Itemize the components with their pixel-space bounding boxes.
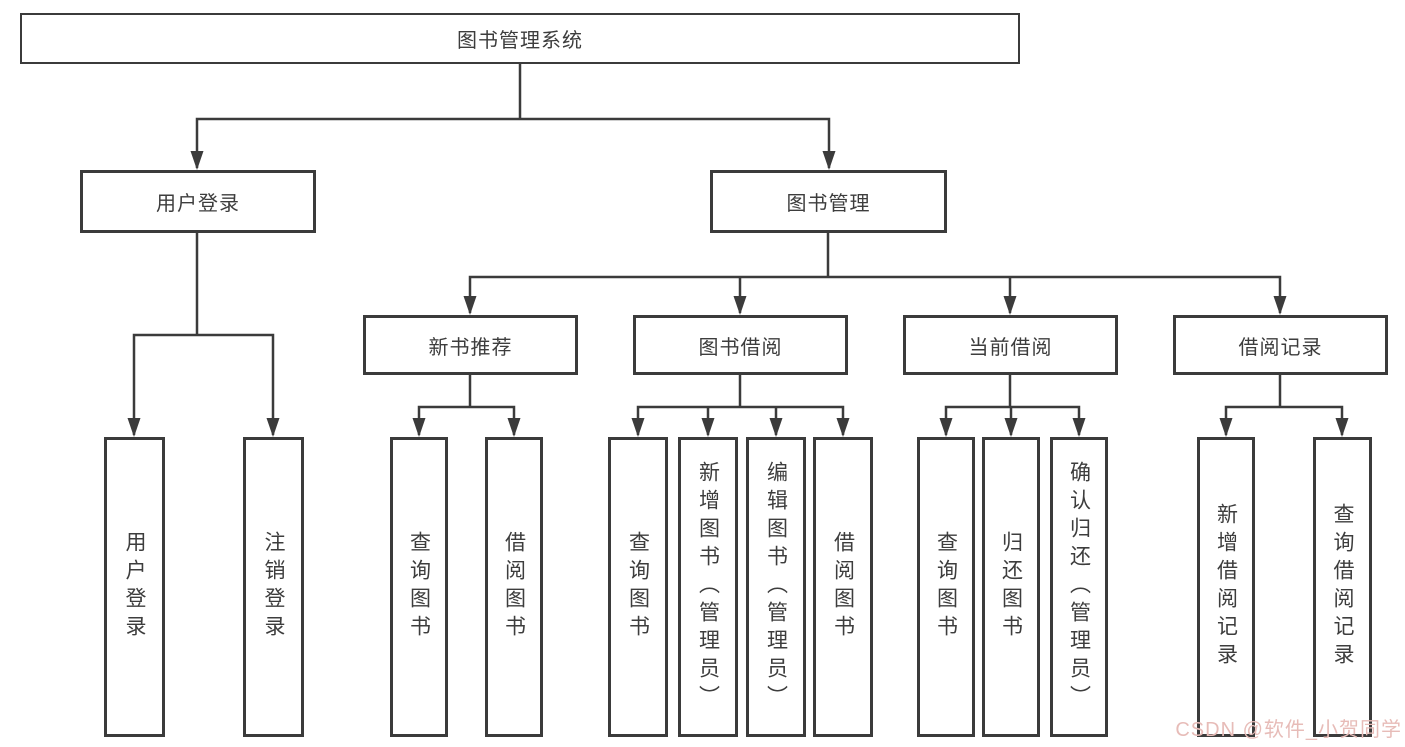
leaf-return-book: 归还图书 bbox=[982, 437, 1040, 737]
node-borrow-records-label: 借阅记录 bbox=[1238, 336, 1323, 359]
leaf-newbook-query: 查询图书 bbox=[390, 437, 448, 737]
connector-borrow-to-leaves bbox=[631, 375, 850, 437]
node-new-book-recommend: 新书推荐 bbox=[363, 315, 578, 375]
node-borrow-records: 借阅记录 bbox=[1173, 315, 1388, 375]
node-book-borrow-label: 图书借阅 bbox=[698, 336, 783, 359]
node-book-management-label: 图书管理 bbox=[786, 193, 871, 215]
leaf-borrow-add-admin-label: 新增图书（管理员） bbox=[696, 461, 720, 713]
connector-current-to-leaves bbox=[939, 375, 1086, 437]
leaf-confirm-return-admin-label: 确认归还（管理员） bbox=[1067, 461, 1091, 713]
node-book-management: 图书管理 bbox=[710, 170, 947, 233]
leaf-borrow-book-label: 借阅图书 bbox=[831, 531, 855, 643]
leaf-borrow-edit-admin-label: 编辑图书（管理员） bbox=[764, 461, 788, 713]
leaf-current-query: 查询图书 bbox=[917, 437, 975, 737]
leaf-user-login: 用户登录 bbox=[104, 437, 165, 737]
leaf-logout-label: 注销登录 bbox=[262, 531, 285, 643]
leaf-add-record-label: 新增借阅记录 bbox=[1214, 503, 1238, 671]
node-root: 图书管理系统 bbox=[20, 13, 1020, 64]
leaf-borrow-query-label: 查询图书 bbox=[626, 531, 650, 643]
leaf-query-record-label: 查询借阅记录 bbox=[1331, 503, 1354, 671]
leaf-newbook-query-label: 查询图书 bbox=[407, 531, 431, 643]
leaf-borrow-edit-admin: 编辑图书（管理员） bbox=[746, 437, 806, 737]
node-root-label: 图书管理系统 bbox=[457, 30, 583, 52]
leaf-add-record: 新增借阅记录 bbox=[1197, 437, 1255, 737]
leaf-user-login-label: 用户登录 bbox=[123, 531, 146, 643]
connector-management-to-level3 bbox=[463, 233, 1287, 315]
watermark-text: CSDN @软件_小贺同学 bbox=[1175, 719, 1402, 741]
leaf-borrow-book: 借阅图书 bbox=[813, 437, 873, 737]
node-user-login: 用户登录 bbox=[80, 170, 316, 233]
node-book-borrow: 图书借阅 bbox=[633, 315, 848, 375]
node-new-book-recommend-label: 新书推荐 bbox=[428, 336, 513, 359]
connector-root-to-level2 bbox=[190, 64, 836, 170]
node-current-borrow: 当前借阅 bbox=[903, 315, 1118, 375]
node-current-borrow-label: 当前借阅 bbox=[968, 336, 1053, 359]
leaf-newbook-borrow: 借阅图书 bbox=[485, 437, 543, 737]
leaf-return-book-label: 归还图书 bbox=[999, 531, 1023, 643]
leaf-newbook-borrow-label: 借阅图书 bbox=[502, 531, 526, 643]
leaf-confirm-return-admin: 确认归还（管理员） bbox=[1050, 437, 1108, 737]
leaf-borrow-add-admin: 新增图书（管理员） bbox=[678, 437, 738, 737]
leaf-borrow-query: 查询图书 bbox=[608, 437, 668, 737]
connector-login-to-leaves bbox=[127, 233, 280, 437]
leaf-query-record: 查询借阅记录 bbox=[1313, 437, 1372, 737]
connector-records-to-leaves bbox=[1219, 375, 1349, 437]
connector-newbook-to-leaves bbox=[412, 375, 521, 437]
node-user-login-label: 用户登录 bbox=[156, 193, 240, 215]
leaf-logout: 注销登录 bbox=[243, 437, 304, 737]
leaf-current-query-label: 查询图书 bbox=[934, 531, 958, 643]
